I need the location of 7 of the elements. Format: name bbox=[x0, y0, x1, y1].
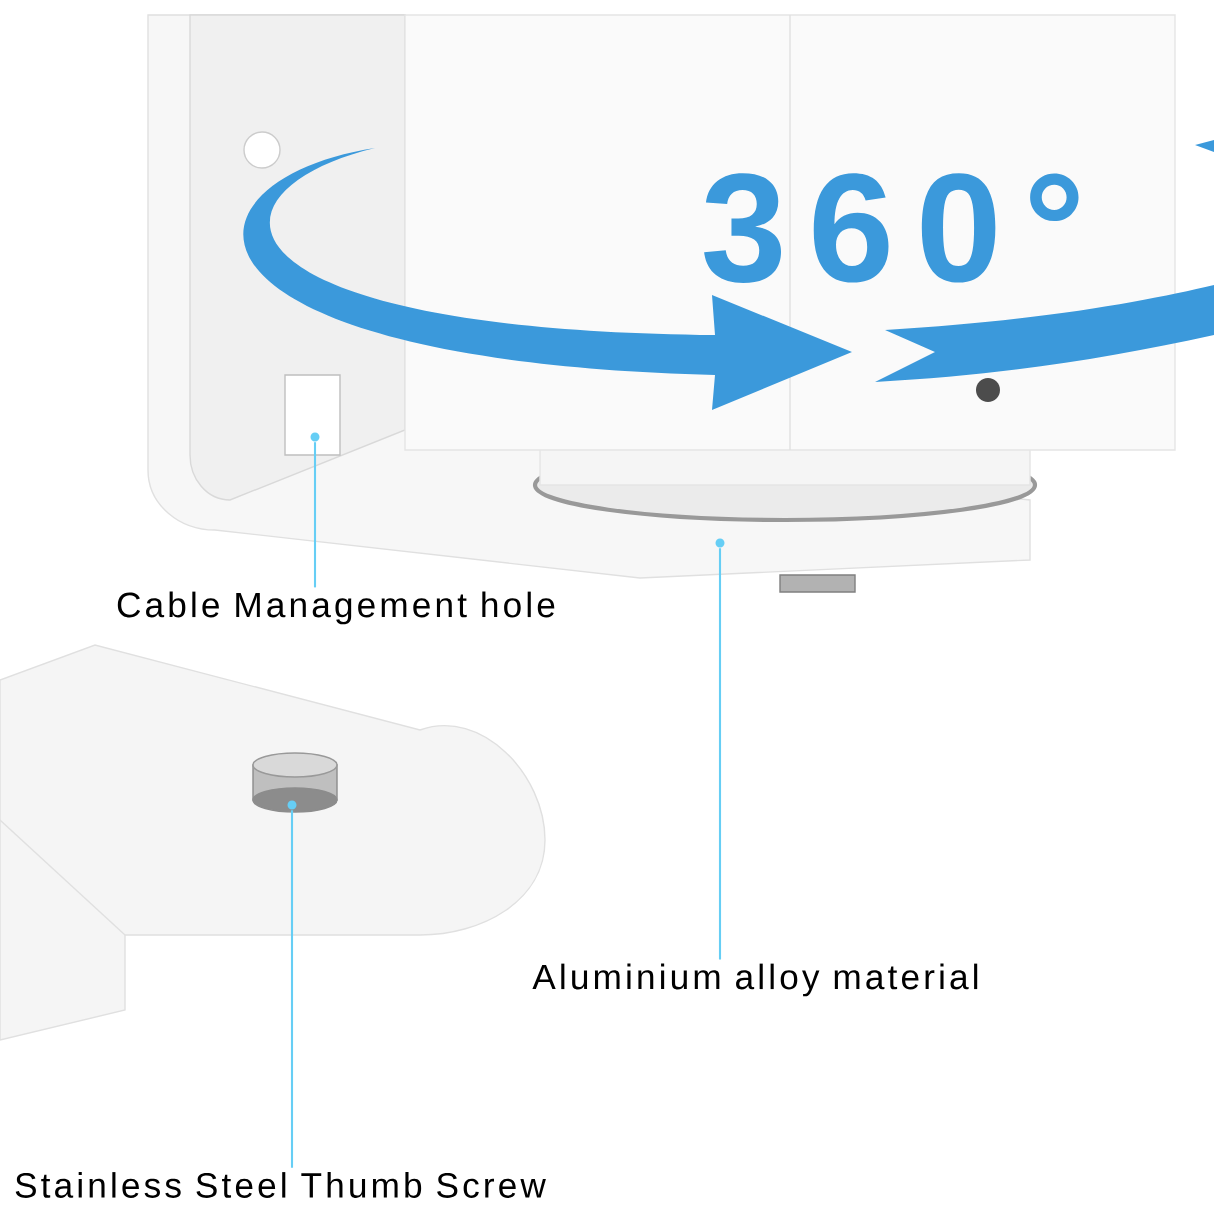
callout-text: Stainless Steel Thumb Screw bbox=[15, 1172, 546, 1198]
rotation-label: 360° bbox=[704, 173, 1079, 283]
leader-line bbox=[718, 548, 722, 960]
callout-text: Aluminium alloy material bbox=[532, 963, 978, 997]
leader-line bbox=[313, 442, 317, 588]
leader-line bbox=[290, 810, 294, 1168]
callout-text: Cable Management hole bbox=[117, 591, 555, 625]
